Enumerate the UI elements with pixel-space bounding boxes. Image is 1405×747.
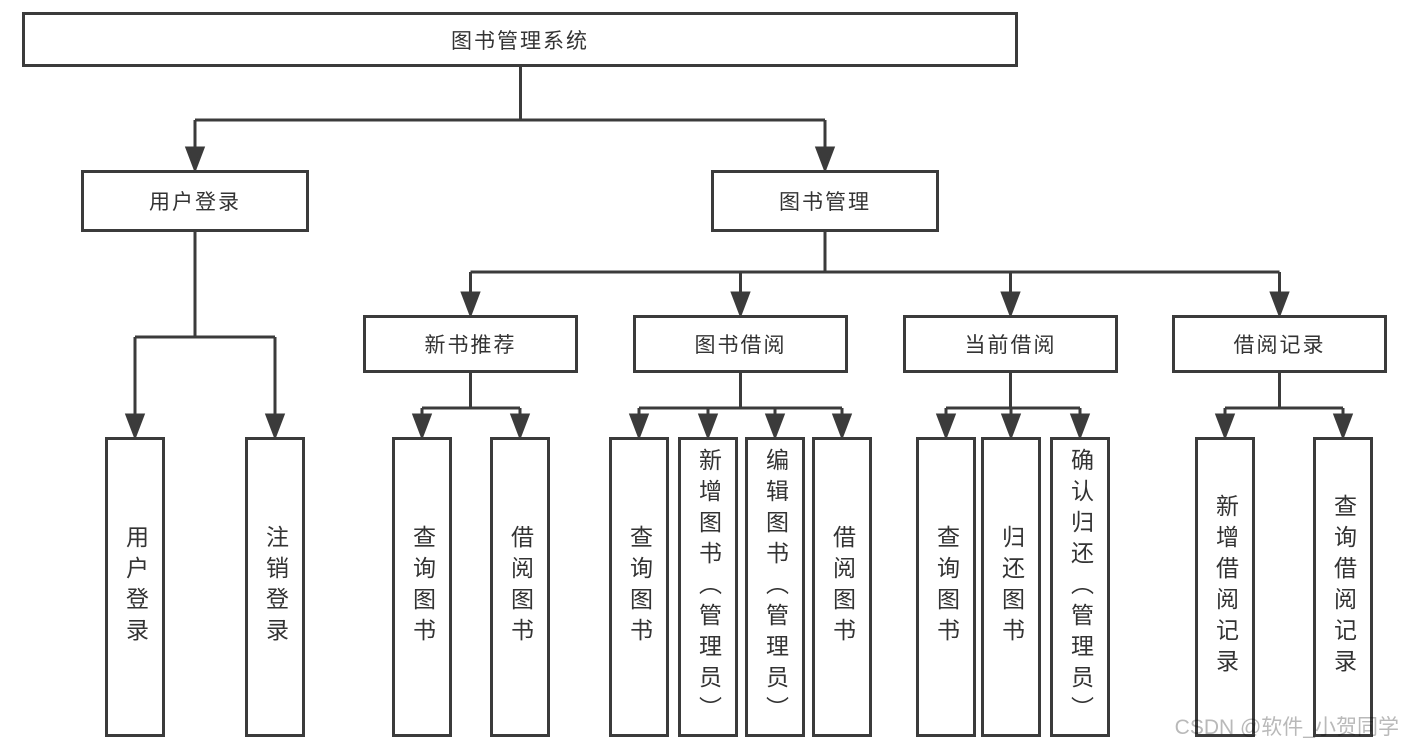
connector-borrow-records-to-leaves (1214, 373, 1354, 441)
leaf-borrow-books: 借阅图书 (812, 437, 872, 737)
connector-book-mgmt-to-modules (460, 232, 1290, 319)
arrowhead-icon (411, 413, 433, 441)
arrowhead-icon (697, 413, 719, 441)
node-borrow-records: 借阅记录 (1172, 315, 1387, 373)
arrowhead-icon (764, 413, 786, 441)
leaf-user-login: 用户登录 (105, 437, 165, 737)
arrowhead-icon (460, 291, 481, 319)
arrowhead-icon (124, 413, 146, 441)
node-user-login-branch: 用户登录 (81, 170, 309, 232)
node-new-book-recommend: 新书推荐 (363, 315, 578, 373)
arrowhead-icon (814, 146, 836, 174)
leaf-query-borrow-record: 查询借阅记录 (1313, 437, 1373, 737)
connector-book-borrow-to-leaves (628, 373, 853, 441)
arrowhead-icon (730, 291, 751, 319)
arrowhead-icon (184, 146, 206, 174)
leaf-edit-book-admin: 编辑图书（管理员） (745, 437, 805, 737)
arrowhead-icon (509, 413, 531, 441)
arrowhead-icon (831, 413, 853, 441)
arrowhead-icon (264, 413, 286, 441)
leaf-return-books: 归还图书 (981, 437, 1041, 737)
leaf-query-books-newbook: 查询图书 (392, 437, 452, 737)
connector-new-book-to-leaves (411, 373, 531, 441)
leaf-logout: 注销登录 (245, 437, 305, 737)
node-book-management-branch: 图书管理 (711, 170, 939, 232)
arrowhead-icon (1000, 413, 1022, 441)
leaf-borrow-books-newbook: 借阅图书 (490, 437, 550, 737)
arrowhead-icon (1214, 413, 1236, 441)
csdn-watermark: CSDN @软件_小贺同学 (1174, 716, 1399, 739)
arrowhead-icon (935, 413, 957, 441)
arrowhead-icon (1069, 413, 1091, 441)
connector-current-borrow-to-leaves (935, 373, 1091, 441)
node-current-borrow: 当前借阅 (903, 315, 1118, 373)
arrowhead-icon (1332, 413, 1354, 441)
leaf-add-book-admin: 新增图书（管理员） (678, 437, 738, 737)
leaf-confirm-return-admin: 确认归还（管理员） (1050, 437, 1110, 737)
connector-root-to-branches (184, 67, 836, 174)
arrowhead-icon (1269, 291, 1290, 319)
node-book-borrow: 图书借阅 (633, 315, 848, 373)
leaf-query-books-borrow: 查询图书 (609, 437, 669, 737)
connector-user-login-to-leaves (124, 232, 286, 441)
leaf-add-borrow-record: 新增借阅记录 (1195, 437, 1255, 737)
node-library-management-system: 图书管理系统 (22, 12, 1018, 67)
arrowhead-icon (1000, 291, 1021, 319)
arrowhead-icon (628, 413, 650, 441)
leaf-query-books-current: 查询图书 (916, 437, 976, 737)
